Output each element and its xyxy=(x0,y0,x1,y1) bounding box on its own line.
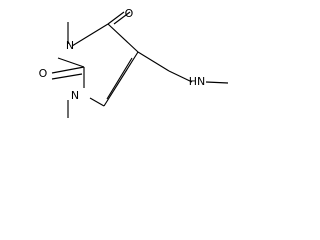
atom-n1-label: N xyxy=(71,89,79,102)
structure-svg: N N O O HN xyxy=(39,7,229,118)
bond-c4-c5 xyxy=(107,23,139,53)
bond-n3-c4 xyxy=(71,23,109,47)
atom-n3-label: N xyxy=(66,39,74,52)
bond-c5-c6 xyxy=(103,51,139,107)
bond-c6-n1 xyxy=(89,97,105,107)
atom-o4-label: O xyxy=(125,7,134,20)
bond-c2-n3 xyxy=(57,57,85,68)
bond-c4-o4-double xyxy=(113,11,131,25)
bond-c2-o2 xyxy=(51,66,85,74)
molecule-diagram: N N O O HN xyxy=(0,0,231,150)
bond-c4-o4 xyxy=(107,11,125,25)
bond-c2-o2-double xyxy=(51,73,83,80)
bond-c5-ch2 xyxy=(137,51,170,72)
bond-nh-methyl xyxy=(205,81,229,84)
bond-ch2-nh xyxy=(168,70,193,83)
atom-o2-label: O xyxy=(39,67,48,80)
atom-nh-label: HN xyxy=(189,75,206,88)
bond-c5-c6-double xyxy=(106,57,133,100)
